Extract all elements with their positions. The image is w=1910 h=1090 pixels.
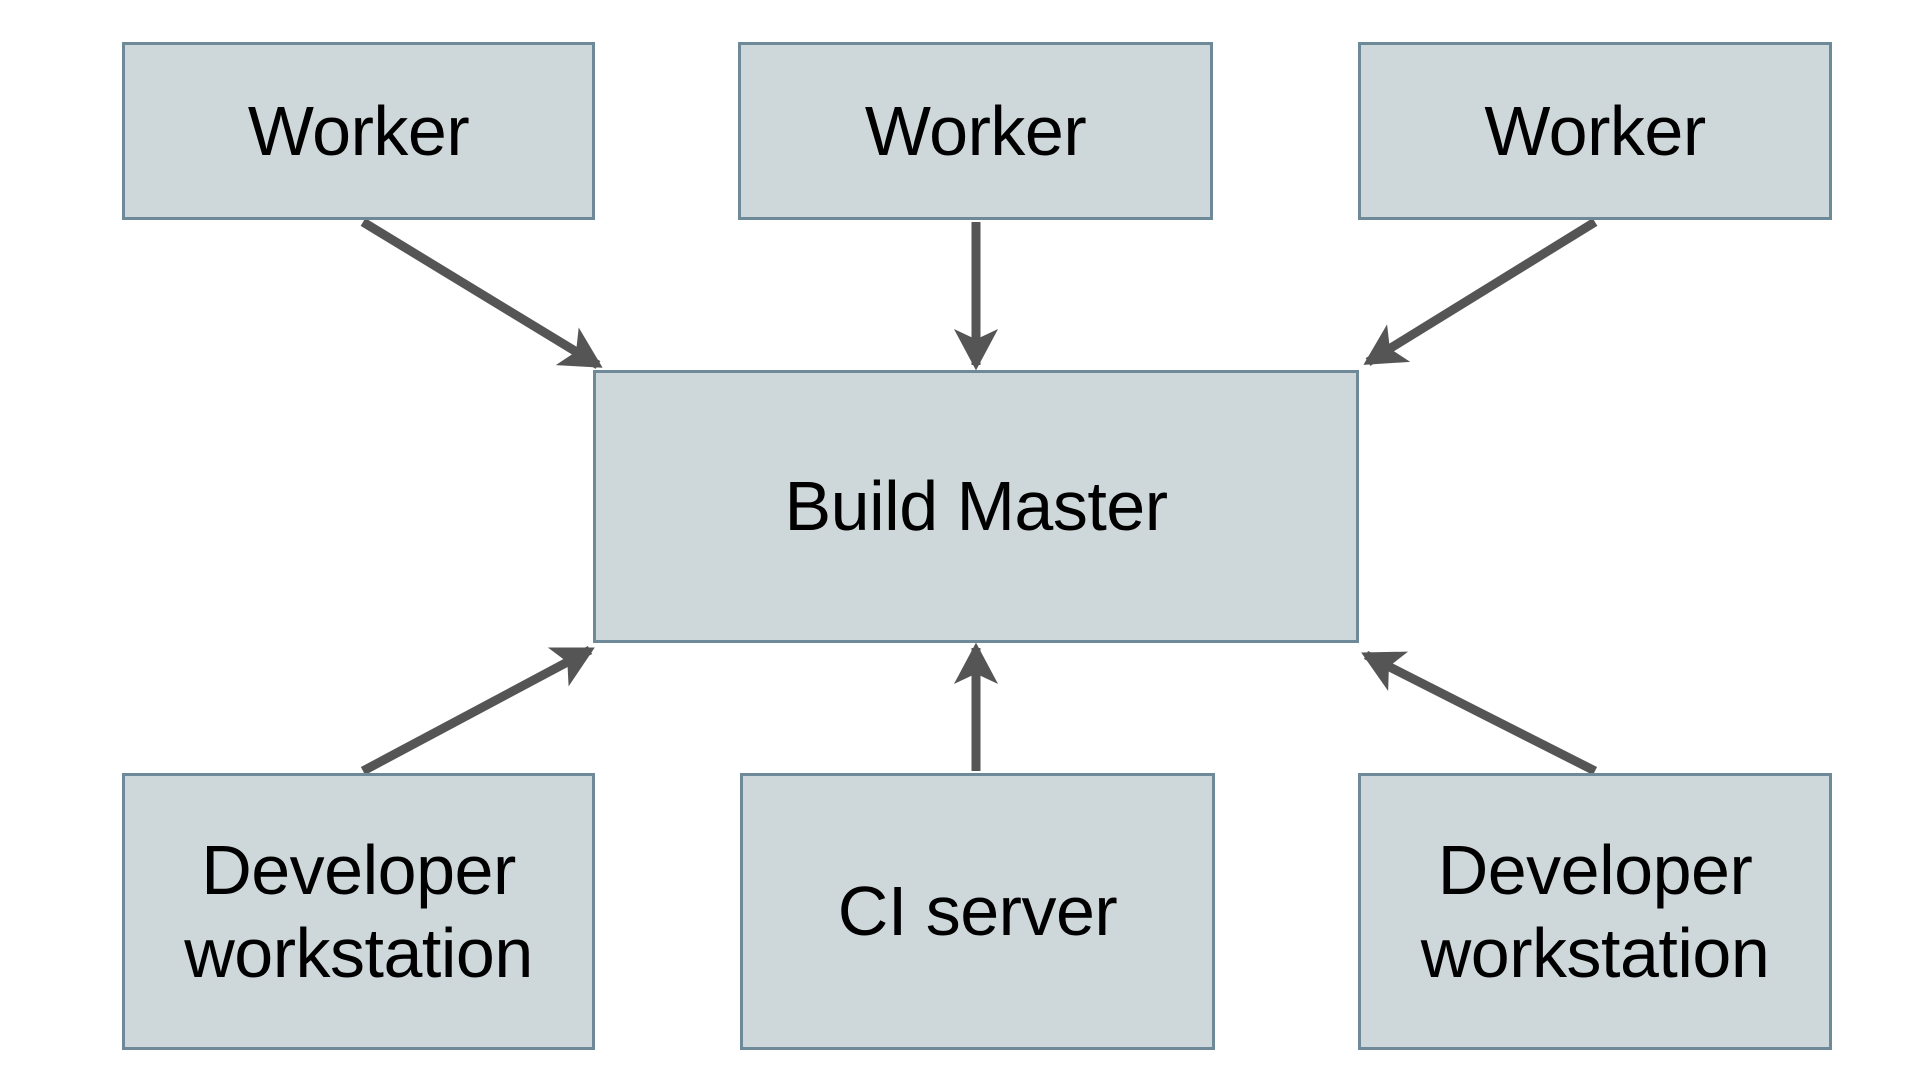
node-ci-server[interactable]: CI server: [740, 773, 1215, 1050]
node-worker-right[interactable]: Worker: [1358, 42, 1832, 220]
node-label: Developer workstation: [1420, 830, 1770, 992]
node-label: Worker: [864, 91, 1087, 170]
node-developer-workstation-left[interactable]: Developer workstation: [122, 773, 595, 1050]
node-label: Worker: [247, 91, 470, 170]
node-label: Worker: [1484, 91, 1706, 170]
dev-left-to-master: [360, 646, 595, 775]
dev-right-to-master: [1361, 650, 1598, 776]
node-developer-workstation-right[interactable]: Developer workstation: [1358, 773, 1832, 1050]
node-label: Developer workstation: [184, 830, 533, 992]
node-worker-left[interactable]: Worker: [122, 42, 595, 220]
node-label: CI server: [837, 872, 1118, 951]
node-label: Build Master: [784, 467, 1168, 546]
node-build-master[interactable]: Build Master: [593, 370, 1359, 643]
worker-left-to-master: [360, 218, 603, 369]
worker-right-to-master: [1363, 218, 1598, 366]
node-worker-middle[interactable]: Worker: [738, 42, 1213, 220]
